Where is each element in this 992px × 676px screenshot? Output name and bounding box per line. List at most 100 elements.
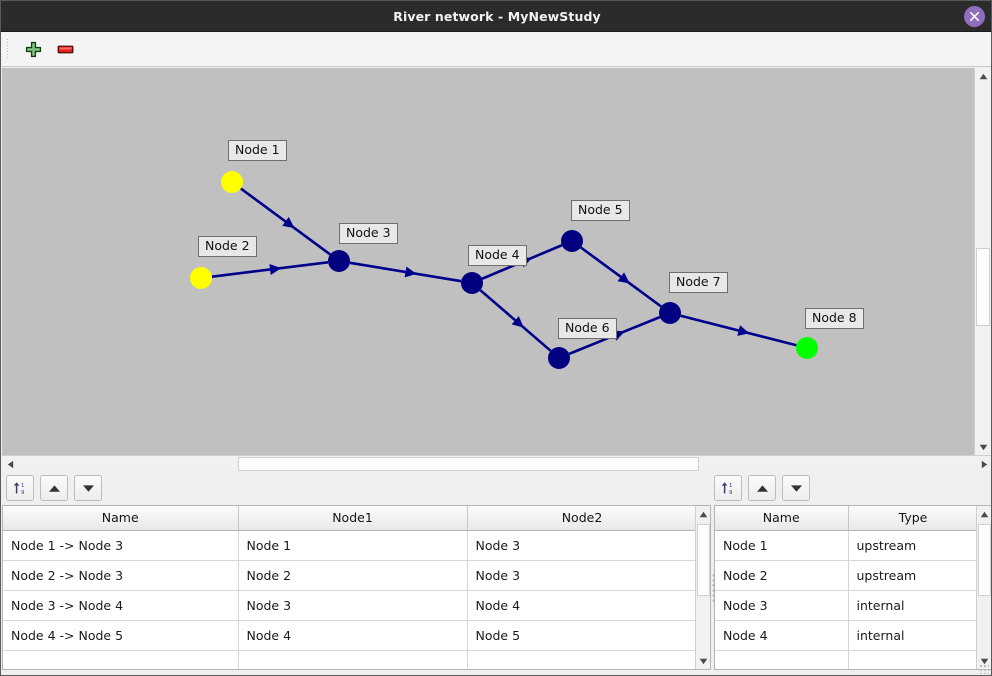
toolbar-grip[interactable] <box>6 38 10 60</box>
node-move-up-button[interactable] <box>748 475 776 501</box>
graph-node-label[interactable]: Node 2 <box>198 236 257 257</box>
table-cell[interactable]: Node 5 <box>467 620 698 651</box>
graph-node[interactable] <box>796 337 818 359</box>
table-cell[interactable]: Node 1 <box>715 530 849 561</box>
table-cell[interactable]: Node 1 -> Node 3 <box>3 530 239 561</box>
canvas-hscroll-thumb[interactable] <box>238 457 699 471</box>
graph-edge[interactable] <box>349 261 462 283</box>
canvas-vertical-scrollbar[interactable] <box>974 68 991 455</box>
table-cell[interactable]: Node 4 <box>238 620 468 651</box>
table-cell[interactable] <box>467 650 698 669</box>
node-scroll-thumb[interactable] <box>978 524 991 596</box>
table-cell[interactable]: internal <box>848 590 979 621</box>
table-cell[interactable]: Node 3 <box>715 590 849 621</box>
table-cell[interactable]: Node 4 <box>715 620 849 651</box>
graph-node[interactable] <box>561 230 583 252</box>
graph-edge[interactable] <box>211 261 329 278</box>
scroll-down-button[interactable] <box>975 439 991 455</box>
table-cell[interactable]: internal <box>848 620 979 651</box>
table-cell[interactable]: Node 2 -> Node 3 <box>3 560 239 591</box>
graph-node[interactable] <box>461 272 483 294</box>
triangle-up-icon <box>756 484 768 492</box>
svg-text:9: 9 <box>21 490 25 496</box>
close-button[interactable] <box>964 6 985 27</box>
table-cell[interactable]: Node 2 <box>715 560 849 591</box>
node-sort-button[interactable]: 1 9 <box>714 475 742 501</box>
graph-node[interactable] <box>328 250 350 272</box>
branch-table-scrollbar[interactable] <box>695 506 710 669</box>
graph-node[interactable] <box>190 267 212 289</box>
table-row-empty[interactable] <box>3 650 698 669</box>
graph-edge[interactable] <box>680 314 797 347</box>
table-cell[interactable]: upstream <box>848 560 979 591</box>
add-node-button[interactable] <box>21 38 45 60</box>
triangle-down-icon <box>790 484 802 492</box>
scroll-up-button[interactable] <box>975 68 991 84</box>
table-cell[interactable]: Node 3 <box>467 530 698 561</box>
canvas-horizontal-scrollbar[interactable] <box>2 455 991 472</box>
graph-node-label[interactable]: Node 5 <box>571 200 630 221</box>
scroll-right-button[interactable] <box>976 456 991 472</box>
table-cell[interactable]: Node 4 <box>467 590 698 621</box>
node-scroll-up-button[interactable] <box>977 506 991 522</box>
edge-arrowhead <box>269 264 282 275</box>
branch-sort-button[interactable]: 1 9 <box>6 475 34 501</box>
graph-node[interactable] <box>548 347 570 369</box>
column-header[interactable]: Node1 <box>238 506 468 531</box>
table-cell[interactable]: Node 2 <box>238 560 468 591</box>
triangle-down-icon <box>82 484 94 492</box>
graph-node[interactable] <box>221 171 243 193</box>
window-resize-grip[interactable] <box>979 664 989 674</box>
table-cell[interactable]: Node 3 <box>467 560 698 591</box>
branch-scroll-thumb[interactable] <box>697 524 710 596</box>
branch-move-down-button[interactable] <box>74 475 102 501</box>
graph-node[interactable] <box>659 302 681 324</box>
graph-node-label[interactable]: Node 3 <box>339 223 398 244</box>
triangle-up-icon <box>48 484 60 492</box>
graph-node-label[interactable]: Node 6 <box>558 318 617 339</box>
table-cell[interactable] <box>3 650 239 669</box>
table-cell[interactable]: Node 3 <box>238 590 468 621</box>
graph-node-label[interactable]: Node 7 <box>669 272 728 293</box>
scroll-left-button[interactable] <box>2 456 18 472</box>
table-cell[interactable] <box>848 650 979 669</box>
table-splitter-vertical[interactable] <box>711 505 715 670</box>
delete-node-button[interactable] <box>53 38 77 60</box>
column-header[interactable]: Name <box>715 506 849 531</box>
table-cell[interactable]: Node 3 -> Node 4 <box>3 590 239 621</box>
caret-up-icon <box>980 511 989 517</box>
branch-scroll-up-button[interactable] <box>696 506 710 522</box>
table-cell[interactable] <box>715 650 849 669</box>
table-cell[interactable]: Node 1 <box>238 530 468 561</box>
graph-node-label[interactable]: Node 1 <box>228 140 287 161</box>
column-header[interactable]: Name <box>3 506 239 531</box>
network-graph-svg <box>190 171 818 369</box>
branch-scroll-down-button[interactable] <box>696 653 710 669</box>
column-header[interactable]: Type <box>848 506 979 531</box>
network-graph-canvas[interactable]: Node 1 Node 2 Node 3 Node 4 Node 5 Node 6 Node… <box>2 68 991 455</box>
node-table-scrollbar[interactable] <box>976 506 991 669</box>
column-header[interactable]: Node2 <box>467 506 698 531</box>
node-move-down-button[interactable] <box>782 475 810 501</box>
canvas-vscroll-thumb[interactable] <box>976 248 990 326</box>
graph-node-label[interactable]: Node 4 <box>468 245 527 266</box>
table-cell[interactable] <box>238 650 468 669</box>
bottom-panels: 1 9 <box>2 471 991 675</box>
branch-move-up-button[interactable] <box>40 475 68 501</box>
table-cell[interactable]: Node 4 -> Node 5 <box>3 620 239 651</box>
table-row-empty[interactable] <box>715 650 979 669</box>
graph-node-label[interactable]: Node 8 <box>805 308 864 329</box>
table-cell[interactable]: upstream <box>848 530 979 561</box>
svg-text:1: 1 <box>729 483 732 489</box>
